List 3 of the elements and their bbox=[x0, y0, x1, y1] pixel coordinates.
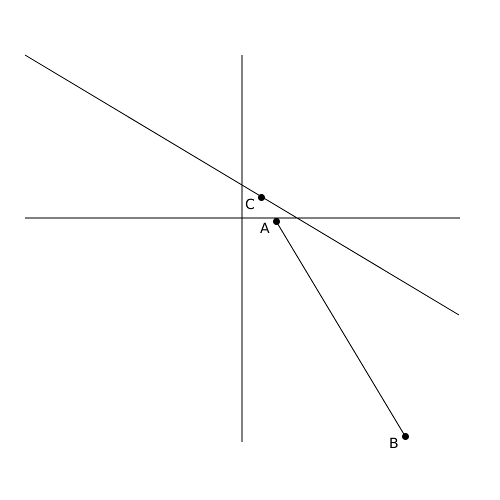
point-label: C bbox=[245, 198, 255, 212]
point-label: A bbox=[260, 222, 270, 236]
point-label: B bbox=[389, 436, 399, 450]
